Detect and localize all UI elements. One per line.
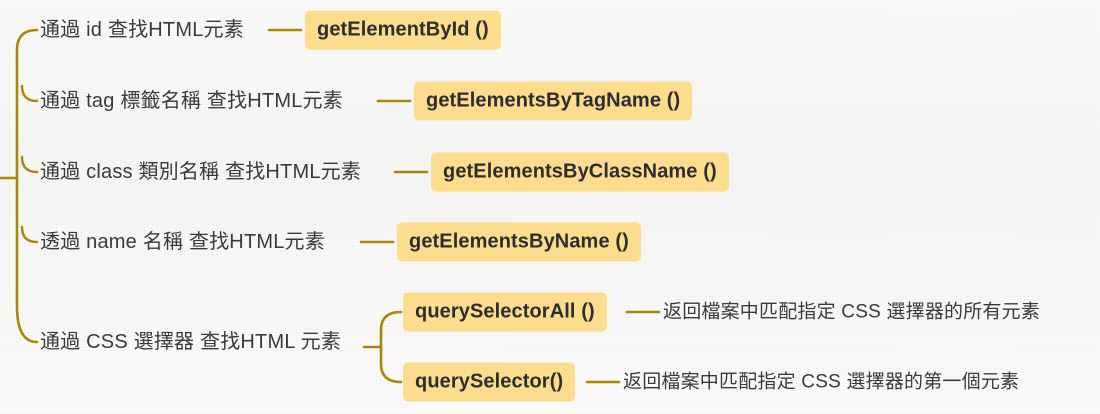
branch-label-by-id[interactable]: 通過 id 查找HTML元素 xyxy=(40,19,244,41)
branch-label-by-class[interactable]: 通過 class 類別名稱 查找HTML元素 xyxy=(40,161,362,183)
description-query-selector-all: 返回檔案中匹配指定 CSS 選擇器的所有元素 xyxy=(663,301,1041,323)
method-chip-get-element-by-id[interactable]: getElementById () xyxy=(305,10,501,50)
method-chip-query-selector-all[interactable]: querySelectorAll () xyxy=(403,292,607,332)
method-chip-query-selector[interactable]: querySelector() xyxy=(403,362,576,402)
branch-label-by-name[interactable]: 透過 name 名稱 查找HTML元素 xyxy=(40,231,325,253)
branch-hook-by-class xyxy=(20,155,39,174)
css-subbracket-line xyxy=(379,310,403,384)
method-chip-get-elements-by-class-name[interactable]: getElementsByClassName () xyxy=(431,152,729,192)
branch-label-by-tag[interactable]: 通過 tag 標籤名稱 查找HTML元素 xyxy=(40,90,343,112)
method-chip-get-elements-by-name[interactable]: getElementsByName () xyxy=(397,222,641,262)
main-spine-line xyxy=(15,28,39,344)
description-query-selector: 返回檔案中匹配指定 CSS 選擇器的第一個元素 xyxy=(623,371,1020,393)
branch-hook-by-name xyxy=(20,225,39,244)
branch-label-by-css[interactable]: 通過 CSS 選擇器 查找HTML 元素 xyxy=(40,331,342,353)
method-chip-get-elements-by-tag-name[interactable]: getElementsByTagName () xyxy=(414,81,693,121)
branch-hook-by-tag xyxy=(20,84,39,103)
